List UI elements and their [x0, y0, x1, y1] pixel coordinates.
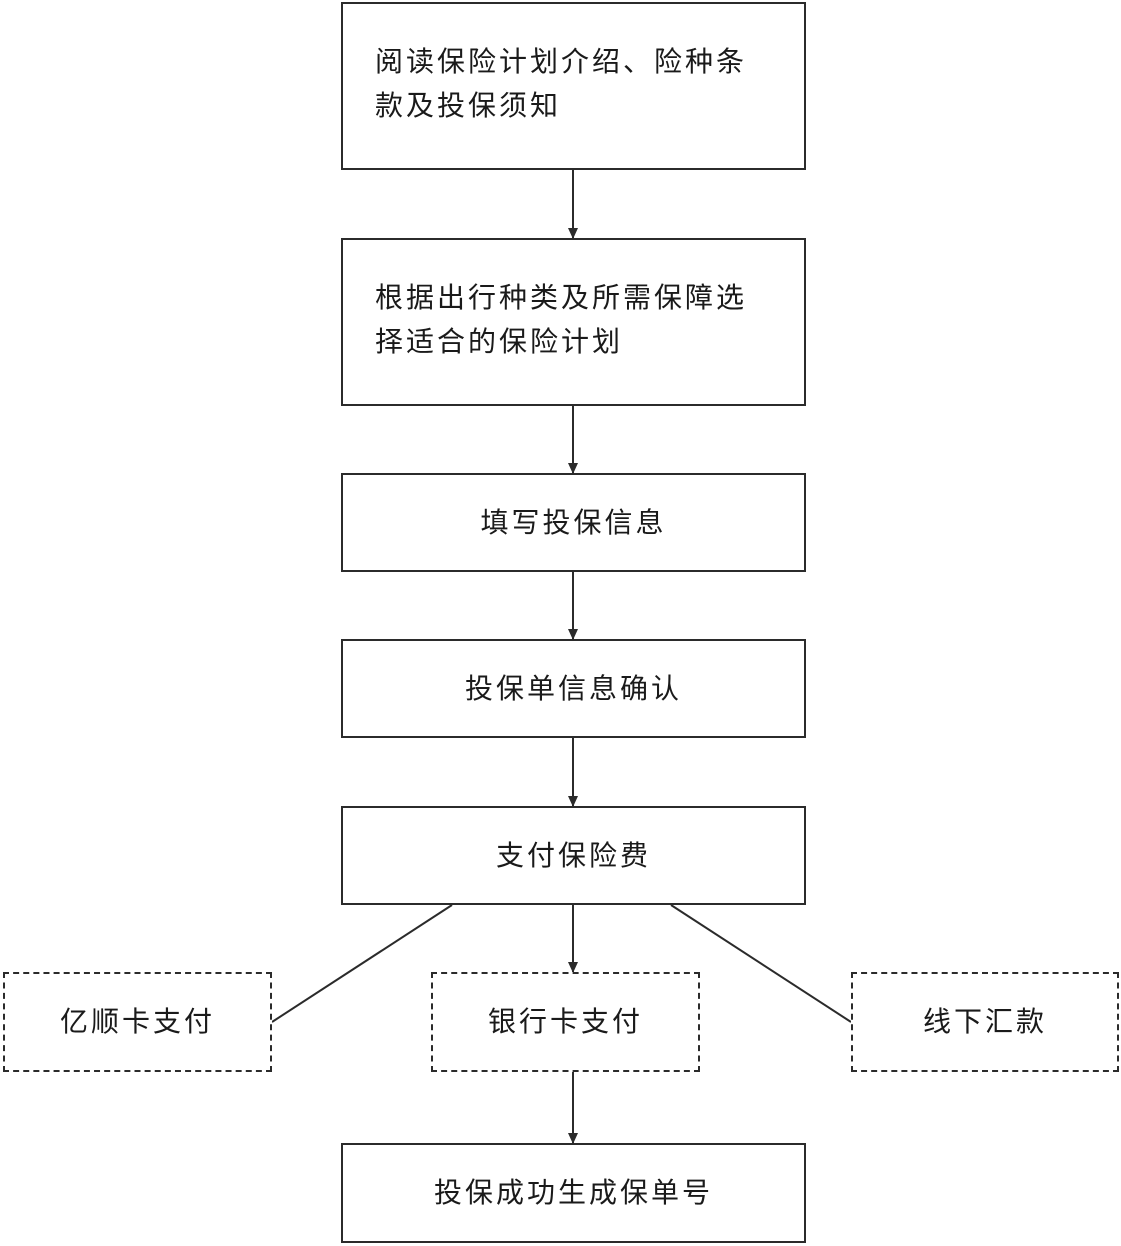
option-offline-transfer-label: 线下汇款	[922, 1005, 1047, 1038]
step-read-terms-label: 阅读保险计划介绍、险种条款及投保须知	[375, 45, 748, 122]
step-read-terms: 阅读保险计划介绍、险种条款及投保须知	[341, 2, 806, 170]
step-fill-info: 填写投保信息	[341, 473, 806, 572]
line-pay-to-yishun-card	[271, 904, 453, 1023]
option-yishun-card: 亿顺卡支付	[3, 972, 272, 1072]
step-pay-premium-label: 支付保险费	[495, 838, 651, 872]
step-confirm-info-label: 投保单信息确认	[464, 671, 682, 705]
step-choose-plan-label: 根据出行种类及所需保障选择适合的保险计划	[375, 281, 748, 358]
option-bank-card: 银行卡支付	[431, 972, 700, 1072]
option-offline-transfer: 线下汇款	[851, 972, 1119, 1072]
step-fill-info-label: 填写投保信息	[480, 505, 667, 539]
step-pay-premium: 支付保险费	[341, 806, 806, 905]
step-success-label: 投保成功生成保单号	[433, 1176, 713, 1209]
step-confirm-info: 投保单信息确认	[341, 639, 806, 738]
option-yishun-card-label: 亿顺卡支付	[59, 1005, 215, 1038]
option-bank-card-label: 银行卡支付	[487, 1005, 643, 1038]
line-pay-to-offline-transfer	[670, 904, 852, 1023]
step-success: 投保成功生成保单号	[341, 1143, 806, 1243]
step-choose-plan: 根据出行种类及所需保障选择适合的保险计划	[341, 238, 806, 406]
